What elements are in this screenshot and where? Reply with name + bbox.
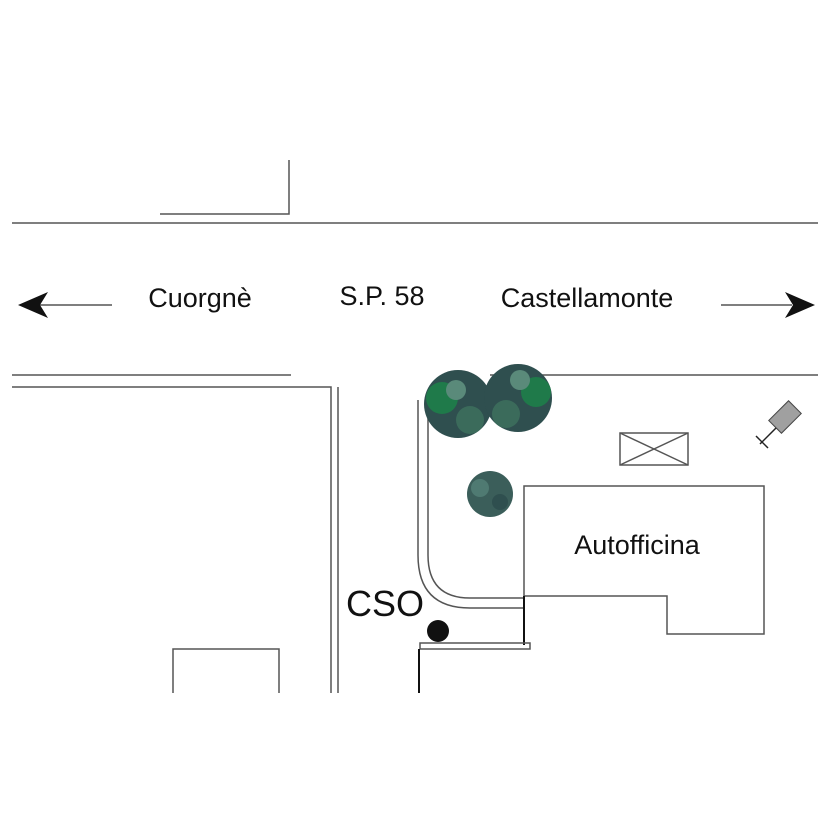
camera-icon	[755, 400, 802, 449]
direction-label-east: Castellamonte	[501, 283, 674, 313]
marker-label: CSO	[346, 583, 424, 624]
building-label: Autofficina	[574, 530, 701, 560]
driveway-outer	[417, 400, 524, 609]
building-corner-north	[160, 160, 290, 215]
driveway-inner	[427, 400, 524, 599]
direction-label-west: Cuorgnè	[148, 283, 252, 313]
crossed-box-icon	[619, 432, 689, 466]
building-south-west	[172, 648, 280, 693]
shrub-icon	[467, 471, 513, 517]
arrow-east-icon	[721, 292, 815, 318]
arrow-west-icon	[18, 292, 112, 318]
location-marker-icon	[427, 620, 449, 642]
autofficina-building	[523, 485, 765, 635]
tree-icon	[484, 364, 552, 432]
tree-icon	[424, 370, 492, 438]
sidewalk-slab	[419, 642, 531, 650]
lot-boundary-west	[12, 386, 332, 693]
road-name-label: S.P. 58	[339, 281, 424, 311]
